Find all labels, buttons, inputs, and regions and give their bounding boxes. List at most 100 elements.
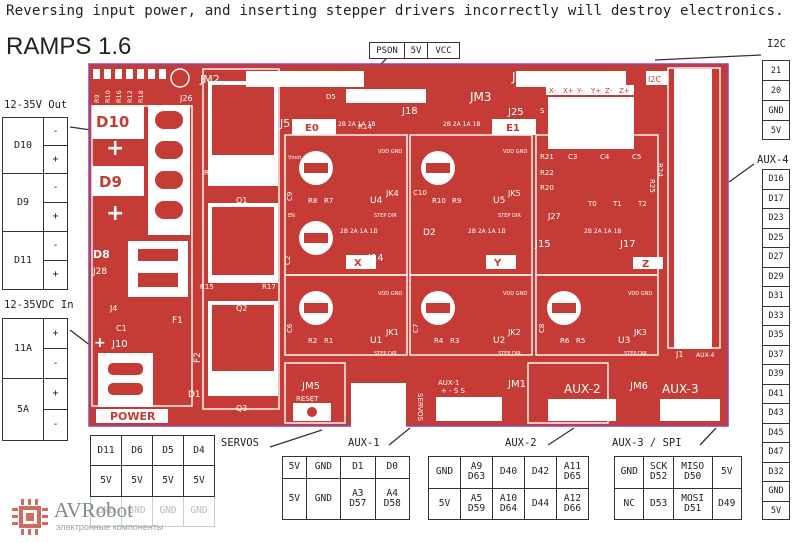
endstop-label: Z+ [619,87,630,95]
aux4-pin: D23 [762,208,790,228]
coil-labels: 2B 2A 1A 1B [584,228,621,235]
drv-vdd-gnd: VDD GND [628,291,652,297]
r21-label: R21 [540,153,554,161]
pin-cell: D42 [524,456,557,489]
power-in-label: 12-35VDC In [4,299,74,311]
drv-step-dir: STEP DIR [374,351,397,357]
pin-cell: A4 D58 [374,477,411,521]
aux4-pin: D29 [762,266,790,286]
pin-cell: D49 [711,487,743,520]
coil-labels: 2B 2A 1A 1B [340,228,377,235]
aux4-pin: D27 [762,247,790,267]
drv-en: EN [288,213,295,219]
aux4-pin: D45 [762,422,790,442]
aux4-pin: D16 [762,169,790,189]
s-label: S [540,107,545,115]
u2-label: U2 [493,336,505,346]
drv-vdd-gnd: VDD GND [503,149,527,155]
t0-label: T0 [587,200,597,208]
drv-step-dir: STEP DIR [624,351,647,357]
i2c-pin: 20 [762,80,790,100]
j18-label: J18 [401,106,418,117]
j10-label: J10 [111,339,128,350]
c9-label: C9 [286,192,294,201]
in-pin: - [43,409,68,441]
ramps-board: R9 R10 R16 R12 R18 J26 JM2 D10 + D9 + D8… [88,63,729,427]
z-axis-label: Z [642,259,649,270]
jk2-label: JK2 [507,328,521,337]
j1-label: J1 [675,350,683,359]
endstop-label: X- [549,87,556,95]
jm3-label: JM3 [469,90,492,104]
r11-label: R11 [204,169,218,177]
r4-label: R4 [434,337,444,345]
d1-label: D1 [188,390,201,400]
aux4-pin: D25 [762,227,790,247]
r1-label: R1 [324,337,333,345]
e1-label: E1 [506,123,520,134]
r7-label: R7 [324,197,333,205]
j27-label: J27 [547,212,561,221]
pin-cell: A12 D66 [556,487,589,520]
aux2-silk: AUX-2 [564,382,601,396]
endstop-label: Z- [605,87,613,95]
j17-label: J17 [619,239,636,250]
r17-label: R17 [262,283,276,291]
drv-vdd-gnd: VDD GND [503,291,527,297]
aux1-label: AUX-1 [348,437,380,449]
pin-cell: GND [90,495,122,528]
jm5-label: JM5 [301,381,320,392]
drv-step-dir: STEP DIR [498,351,521,357]
aux4-pin: D32 [762,461,790,481]
logo-tagline: электронные компоненты [56,522,164,532]
drv-step-dir: STEP DIR [498,213,521,219]
servos-silk: SERVOS [416,393,424,422]
i2c-pin: 5V [762,120,790,140]
e0-label: E0 [305,123,319,134]
res-label: R16 [115,90,123,103]
drv-vdd-gnd: VDD GND [378,149,402,155]
pin-cell: A10 D64 [492,487,525,520]
u3-label: U3 [618,336,630,346]
i2c-silk: I2C [648,75,661,84]
res-label: R18 [137,90,145,103]
f2-label: F2 [193,352,203,363]
power-output-terminal: D10 + D9 + [92,105,190,235]
out-pin: + [43,202,68,232]
u4-label: U4 [370,196,383,206]
out-pin: + [43,145,68,174]
aux4-silk: AUX-4 [696,352,714,359]
power-out-table: D10- + D9- + D11- + [2,117,68,290]
drv-vdd-gnd: VDD GND [378,291,402,297]
t2-label: T2 [637,200,647,208]
q1-label: Q1 [236,196,247,205]
f1-label: F1 [172,316,183,326]
pin-cell: 5V [428,487,461,520]
pin-cell: 5V [152,465,184,497]
aux3-label: AUX-3 / SPI [612,437,682,449]
plus-icon: + [106,201,124,226]
pin-cell: GND [428,456,461,489]
coil-labels: 2B 2A 1A 1B [338,121,375,128]
d5-label: D5 [326,93,336,101]
c1-label: C1 [116,324,127,333]
aux4-pin: D47 [762,442,790,462]
jk1-label: JK1 [385,328,399,337]
aux4-pin: D17 [762,188,790,208]
q2-label: Q2 [236,304,247,313]
aux4-label: AUX-4 [757,154,789,166]
u1-label: U1 [370,336,382,346]
out-pin: - [43,231,68,261]
jm4-label: JM4 [511,70,534,84]
aux4-pin: D35 [762,325,790,345]
coil-labels: 2B 2A 1A 1B [468,228,505,235]
warning-text: Reversing input power, and inserting ste… [6,3,784,19]
d9-label: D9 [99,173,122,191]
r10-label: R10 [432,197,446,205]
logo-name: AVRobot [54,498,133,522]
r8-label: R8 [308,197,317,205]
res-label: R9 [93,94,101,103]
res-label: R10 [104,90,112,103]
